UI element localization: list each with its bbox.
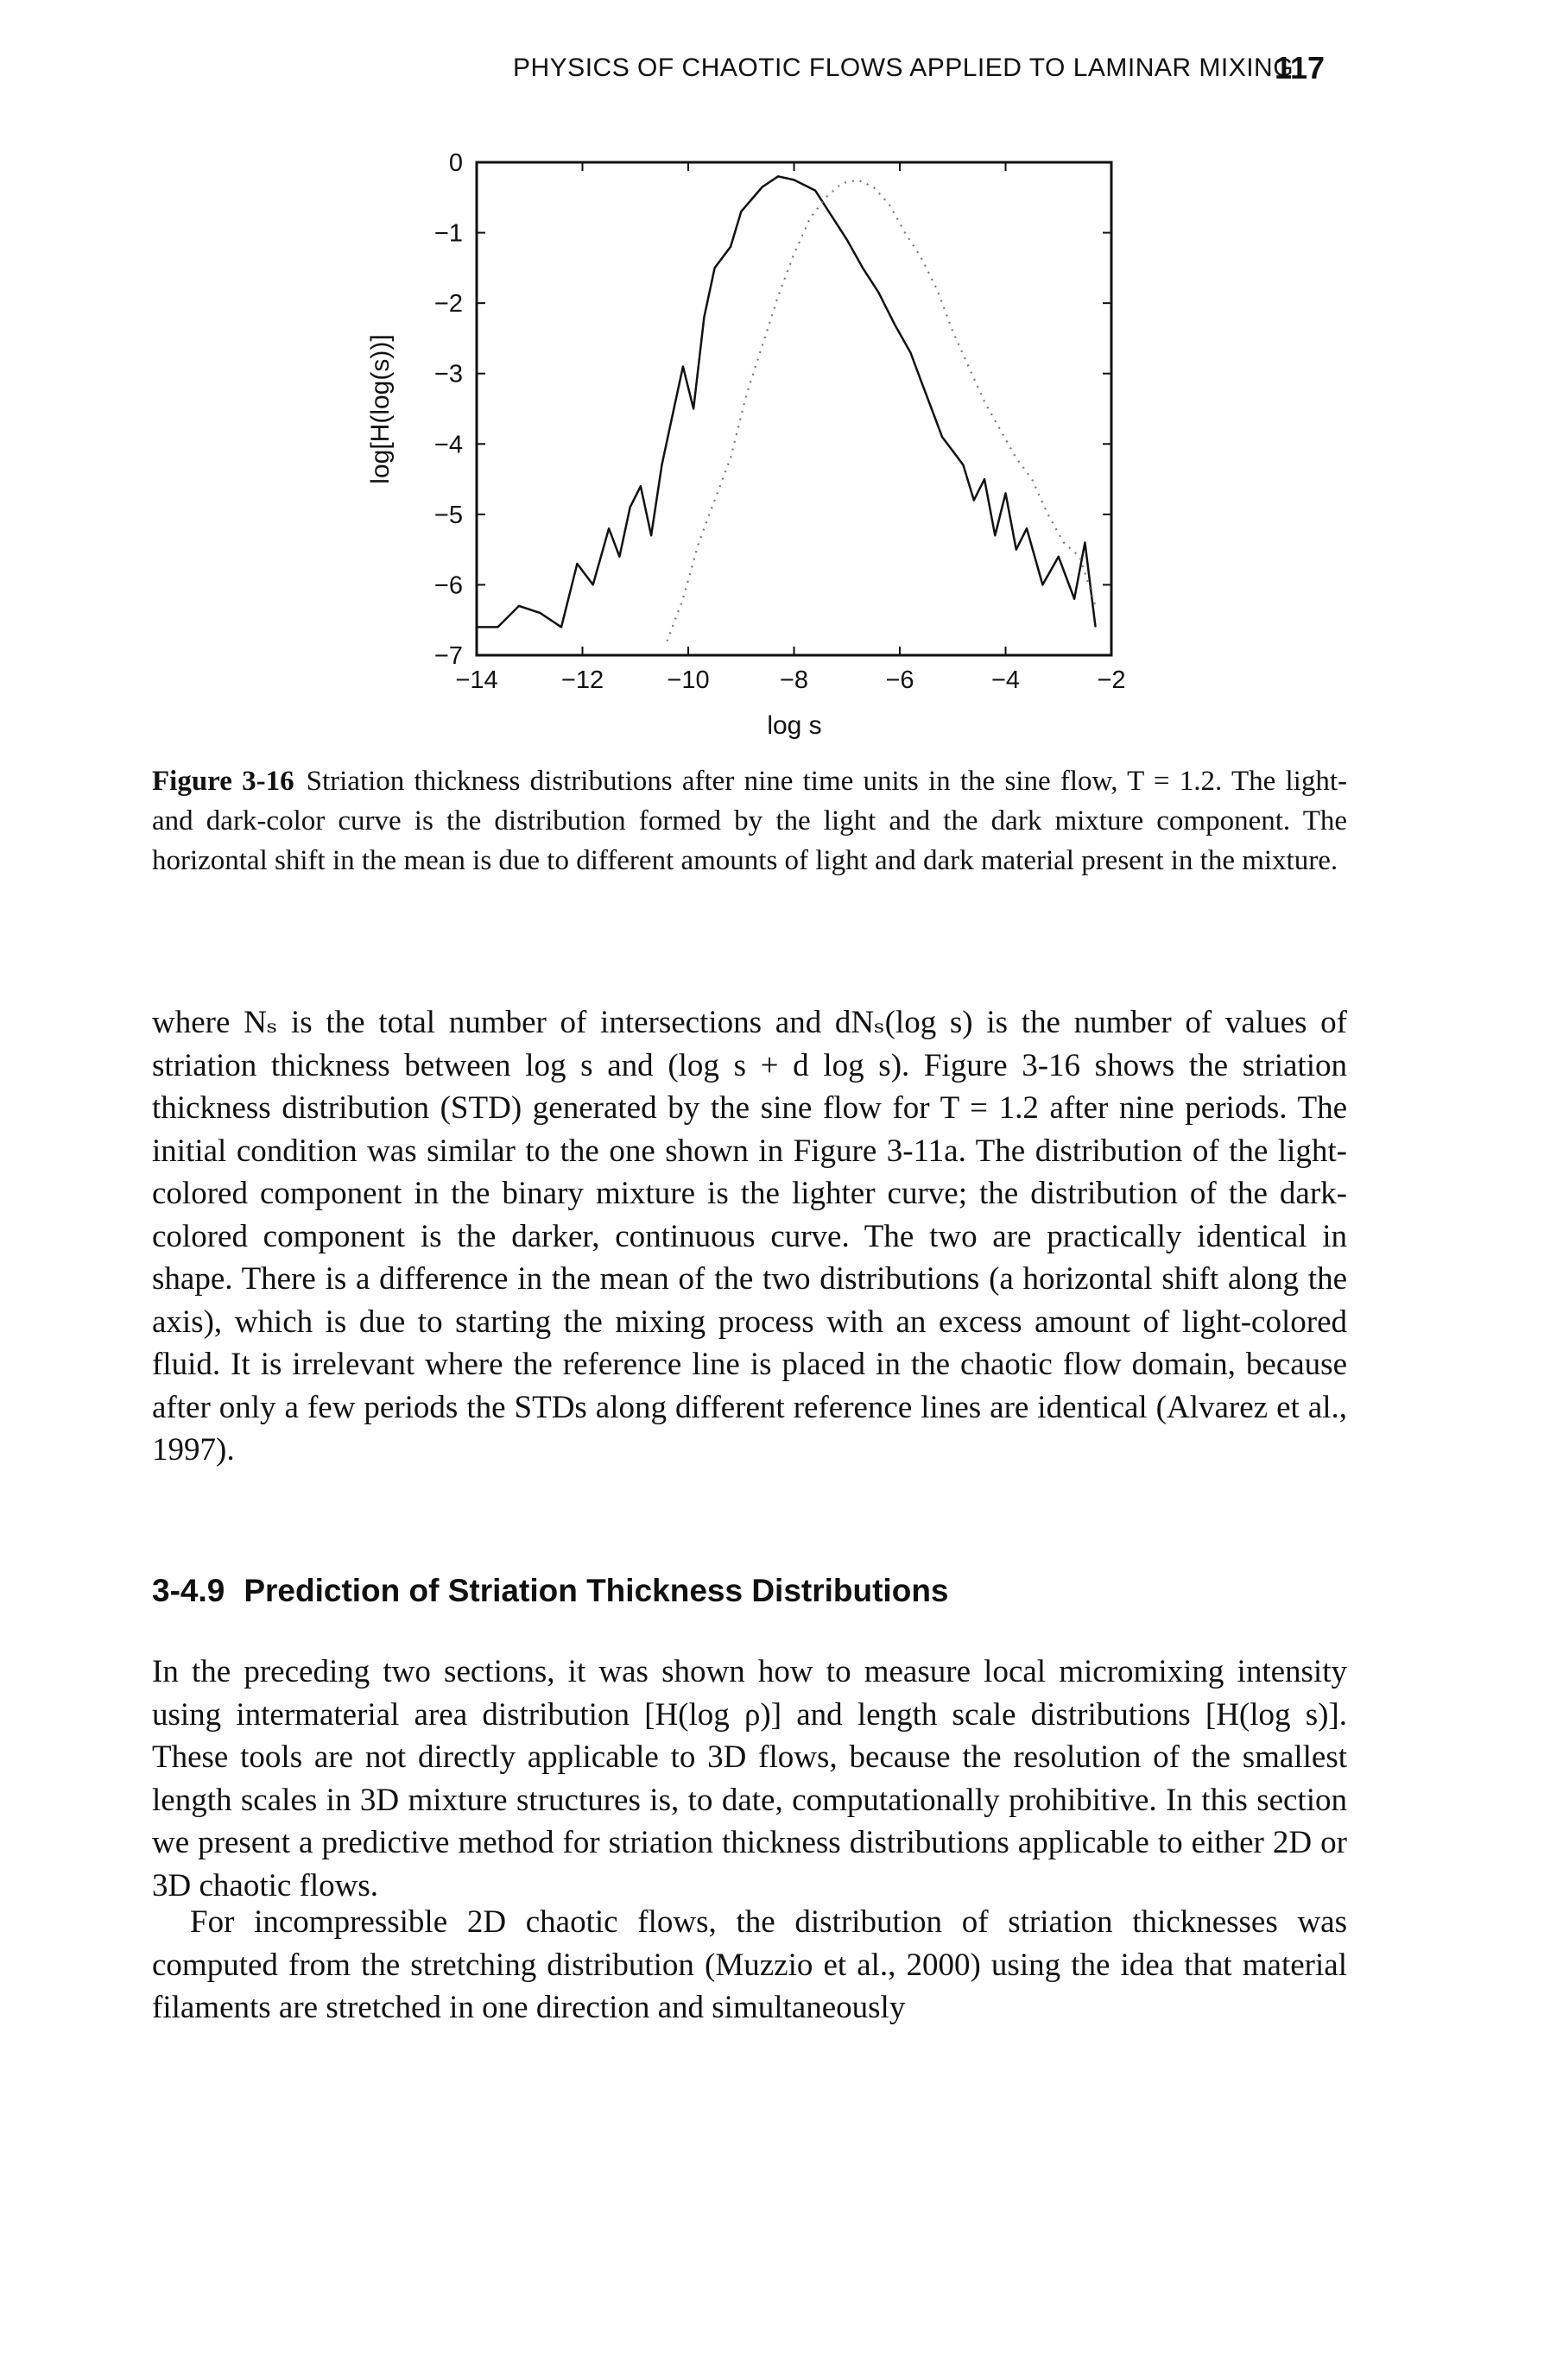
x-tick-label-6: −2 [1097, 666, 1125, 694]
striation-distribution-chart: −14 −12 −10 −8 −6 −4 −2 0 −1 −2 −3 −4 −5 −6 −7 log s l… [366, 149, 1126, 740]
y-axis-label: log[H(log(s))] [366, 334, 395, 483]
body-paragraph-1: where Nₛ is the total number of intersec… [152, 1005, 1347, 1468]
x-tick-label-1: −12 [561, 666, 604, 694]
y-tick-label-4: −4 [434, 431, 463, 458]
section-title: Prediction of Striation Thickness Distri… [244, 1573, 949, 1608]
running-head: PHYSICS OF CHAOTIC FLOWS APPLIED TO LAMI… [513, 54, 1294, 82]
section-heading: 3-4.9 Prediction of Striation Thickness D… [152, 1573, 949, 1609]
x-tick-label-0: −14 [455, 666, 497, 694]
body-paragraph-2: In the preceding two sections, it was sh… [152, 1654, 1347, 1903]
figure-3-16: −14 −12 −10 −8 −6 −4 −2 0 −1 −2 −3 −4 −5 −6 −7 log s l… [328, 129, 1174, 751]
series-light-component-line [666, 179, 1097, 642]
section-number: 3-4.9 [152, 1573, 225, 1608]
y-tick-label-3: −3 [434, 361, 463, 388]
y-tick-label-2: −2 [434, 290, 463, 318]
x-axis-label: log s [767, 711, 821, 740]
y-tick-label-1: −1 [434, 220, 463, 248]
figure-label: Figure 3-16 [152, 766, 294, 797]
series-dark-component-line [477, 175, 1097, 628]
y-tick-label-6: −6 [434, 571, 463, 599]
y-tick-label-0: 0 [449, 149, 463, 177]
x-tick-label-5: −4 [991, 666, 1020, 694]
x-tick-label-2: −10 [667, 666, 709, 694]
x-tick-label-3: −8 [780, 666, 808, 694]
figure-caption-text: Striation thickness distributions after … [152, 766, 1347, 876]
y-tick-label-7: −7 [434, 642, 463, 670]
y-tick-label-5: −5 [434, 502, 463, 529]
x-tick-label-4: −6 [885, 666, 914, 694]
body-paragraph-3: For incompressible 2D chaotic flows, the… [152, 1904, 1347, 2025]
page-number: 117 [1275, 50, 1326, 85]
